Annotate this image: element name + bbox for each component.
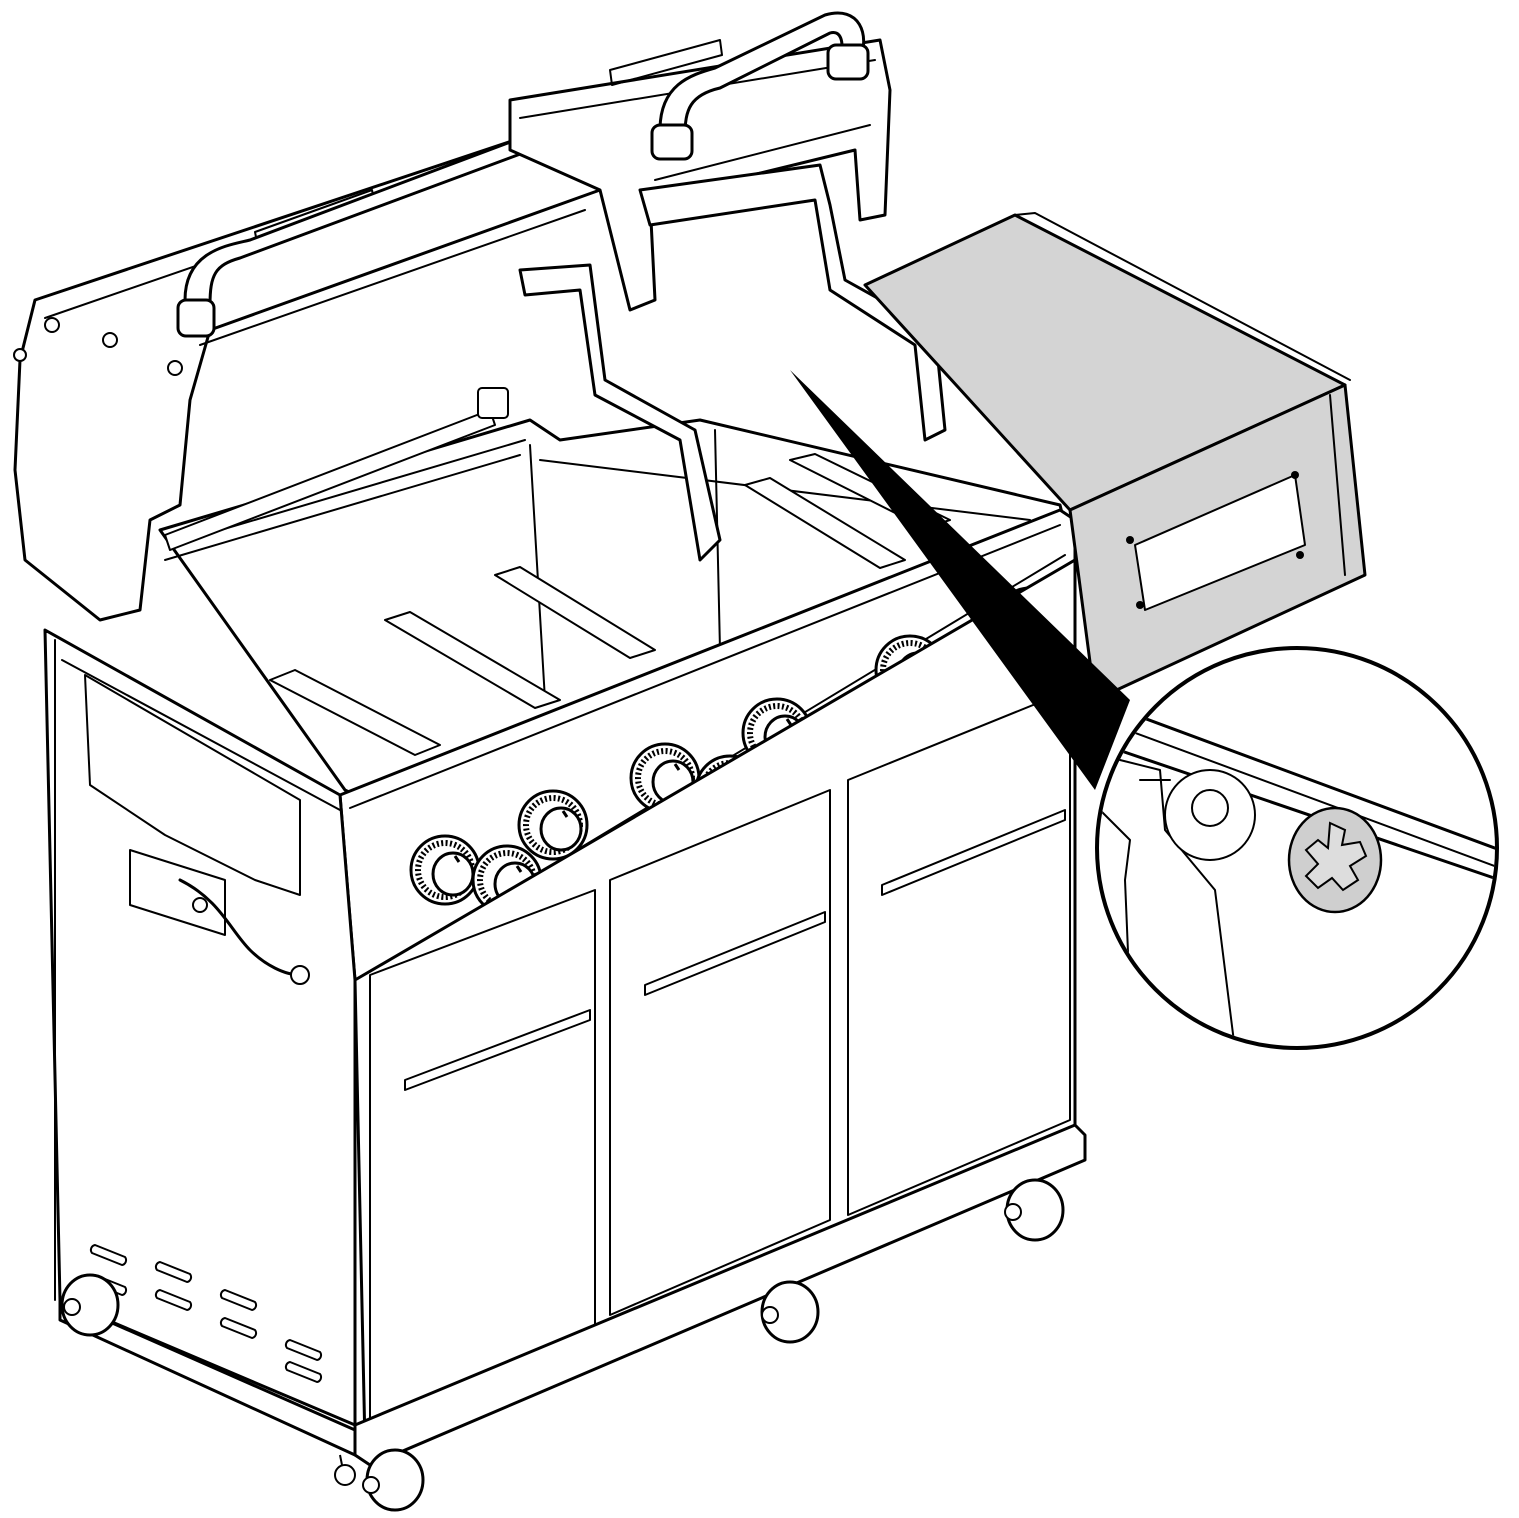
callout-pointer: [790, 370, 1130, 790]
burner-tubes: [269, 453, 951, 756]
caster-front-left: [334, 1448, 425, 1512]
vent-slot: [284, 1339, 323, 1361]
torx-screw-icon: [1287, 806, 1383, 914]
vent-slot: [284, 1361, 323, 1383]
right-lid-handle: [650, 11, 870, 161]
caster-back-left: [60, 1273, 120, 1337]
caster-front-right: [1004, 1178, 1065, 1242]
cabinet-door-center: [609, 789, 831, 1316]
rotisserie-rod: [164, 387, 509, 551]
vent-slot: [219, 1317, 258, 1339]
vent-slot: [154, 1261, 193, 1283]
callout-magnified-circle: [1095, 646, 1499, 1050]
cabinet-door-right: [847, 689, 1071, 1216]
vent-slot: [154, 1289, 193, 1311]
cabinet-base-frame: [58, 1123, 1087, 1467]
control-knob: [409, 834, 481, 906]
caster-front-mid: [760, 1280, 820, 1344]
vent-slot: [219, 1289, 258, 1311]
control-knob: [517, 789, 589, 861]
cabinet-left-side: [43, 628, 357, 1427]
casters: [60, 1178, 1065, 1512]
vent-slot: [89, 1244, 128, 1266]
highlighted-side-panel: [863, 212, 1367, 702]
cabinet-door-left: [369, 889, 596, 1431]
